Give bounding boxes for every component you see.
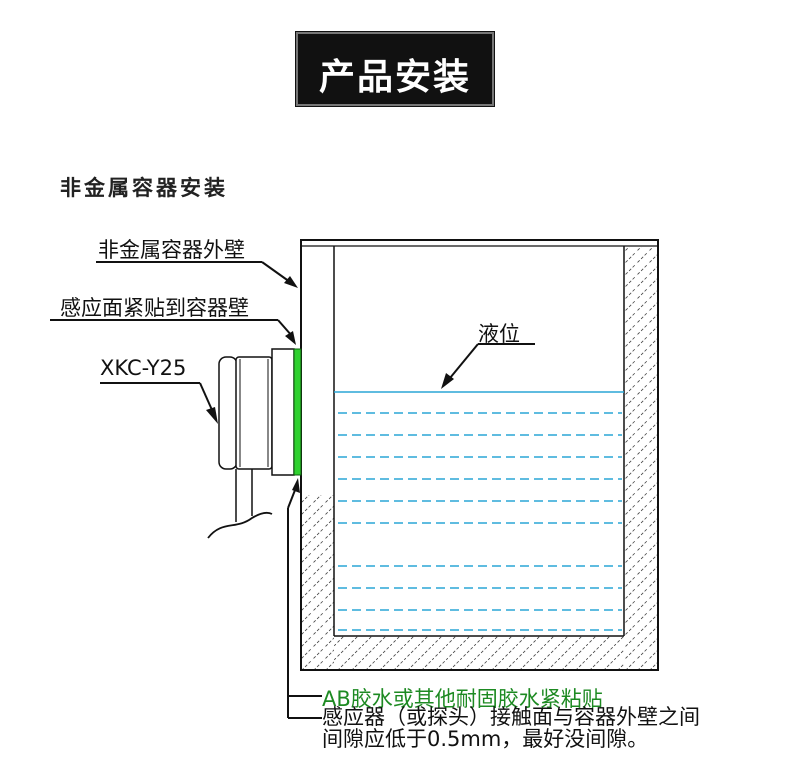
right-wall-hatch (624, 247, 657, 669)
label-liquid-level: 液位 (478, 322, 520, 346)
sensor-cable (207, 511, 273, 539)
label-glue: AB胶水或其他耐固胶水紧粘贴 (322, 687, 603, 711)
sensor-flange (271, 348, 295, 476)
title-box: 产品安装 (295, 31, 495, 107)
arrow-sensor-face (285, 331, 296, 345)
label-model: XKC-Y25 (100, 356, 187, 380)
sensor (207, 348, 302, 539)
sensor-back-cap (218, 356, 238, 470)
leaders (50, 261, 535, 719)
arrow-outer-wall (284, 276, 298, 288)
section-label: 非金属容器安装 (60, 176, 228, 200)
liquid (334, 391, 624, 631)
container (300, 239, 659, 671)
container-outer-wall (300, 239, 659, 671)
label-outer-wall: 非金属容器外壁 (98, 238, 245, 262)
gap-note: 感应器（或探头）接触面与容器外壁之间 间隙应低于0.5mm，最好没间隙。 (322, 706, 700, 750)
left-wall-hatch (302, 495, 334, 669)
sensor-body (235, 356, 273, 470)
arrow-glue (292, 478, 300, 493)
bottom-hatch (334, 636, 624, 669)
label-sensor-face: 感应面紧贴到容器壁 (60, 296, 249, 320)
note-line-1: 感应器（或探头）接触面与容器外壁之间 (322, 705, 700, 729)
arrow-liquid-level (441, 373, 454, 389)
arrow-model (206, 407, 218, 424)
page-title: 产品安装 (318, 57, 471, 98)
sensor-face (293, 348, 302, 476)
note-line-2: 间隙应低于0.5mm，最好没间隙。 (322, 727, 649, 751)
